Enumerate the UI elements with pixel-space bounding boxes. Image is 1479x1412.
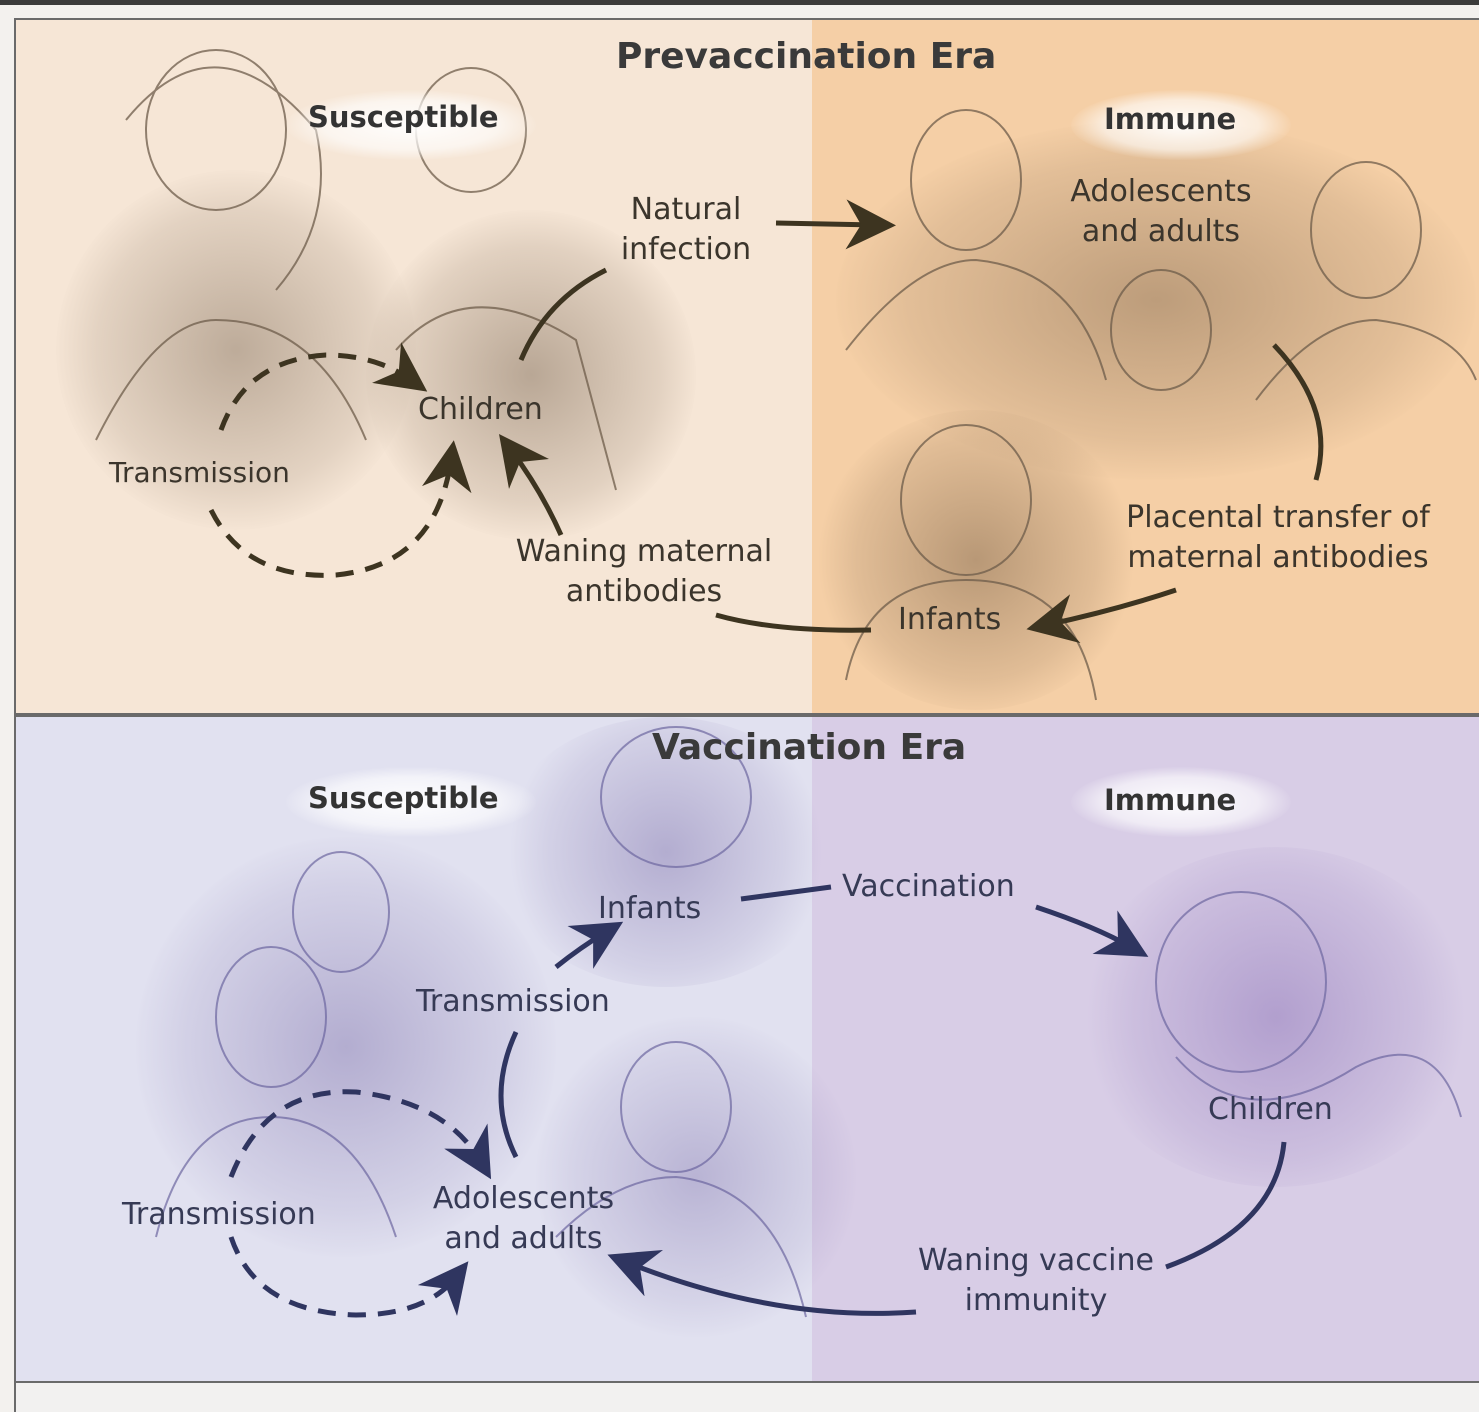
vaccination-arrow [1036,907,1131,947]
transmission-up-curve [501,1032,516,1157]
natural-infection-curve [521,270,606,360]
vaccination-line [741,887,831,899]
placental-curve [1274,345,1321,480]
prevaccination-panel: Prevaccination Era Susceptible Immune Na… [14,18,1479,715]
natural-infection-arrow [776,223,876,225]
bottom-strip [14,1383,1479,1412]
top-rule [0,0,1479,5]
transmission-loop-arrow-upper [221,355,411,430]
vaccination-panel: Vaccination Era Susceptible Immune Infan… [14,715,1479,1383]
waning-vaccine-arrow [626,1262,916,1313]
waning-maternal-up-arrow [511,450,561,535]
transmission-up-arrow [556,932,606,967]
waning-maternal-arrow [716,615,871,630]
waning-vaccine-curve [1166,1142,1284,1267]
vaccination-arrows [16,717,1479,1383]
vac-transmission-loop-upper [231,1092,481,1177]
vac-transmission-loop-lower [231,1237,456,1315]
transmission-loop-arrow-lower [211,460,451,575]
placental-transfer-arrow [1046,590,1176,625]
prevaccination-arrows [16,20,1479,715]
